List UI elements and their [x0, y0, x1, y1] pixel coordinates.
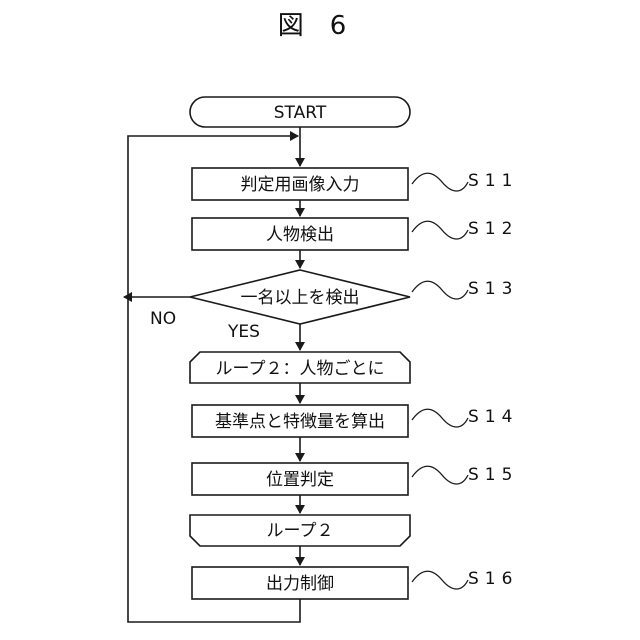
- start-label: START: [274, 103, 327, 123]
- loop-start-label: ループ２：人物ごとに: [216, 359, 385, 379]
- figure-title: 図 6: [278, 11, 347, 41]
- process-s15-label: 位置判定: [266, 470, 334, 490]
- process-s16-label: 出力制御: [266, 574, 334, 594]
- step-label-s11: S11: [468, 171, 518, 191]
- leader-s14: [412, 409, 468, 427]
- step-label-s14: S14: [468, 407, 518, 427]
- process-s14-label: 基準点と特徴量を算出: [215, 412, 385, 432]
- leader-s13: [412, 281, 468, 299]
- leader-s15: [412, 466, 468, 484]
- branch-yes-label: YES: [227, 322, 260, 342]
- leader-s12: [412, 221, 468, 239]
- leader-s16: [412, 571, 468, 589]
- decision-s13-label: 一名以上を検出: [241, 288, 360, 308]
- leader-s11: [412, 173, 468, 191]
- loop-end-label: ループ２: [267, 521, 334, 541]
- process-s11-label: 判定用画像入力: [241, 175, 360, 195]
- branch-no-label: NO: [150, 309, 176, 329]
- step-label-s16: S16: [468, 569, 518, 589]
- process-s12-label: 人物検出: [266, 225, 334, 245]
- step-label-s13: S13: [468, 279, 518, 299]
- step-label-s12: S12: [468, 219, 518, 239]
- step-label-s15: S15: [468, 465, 518, 485]
